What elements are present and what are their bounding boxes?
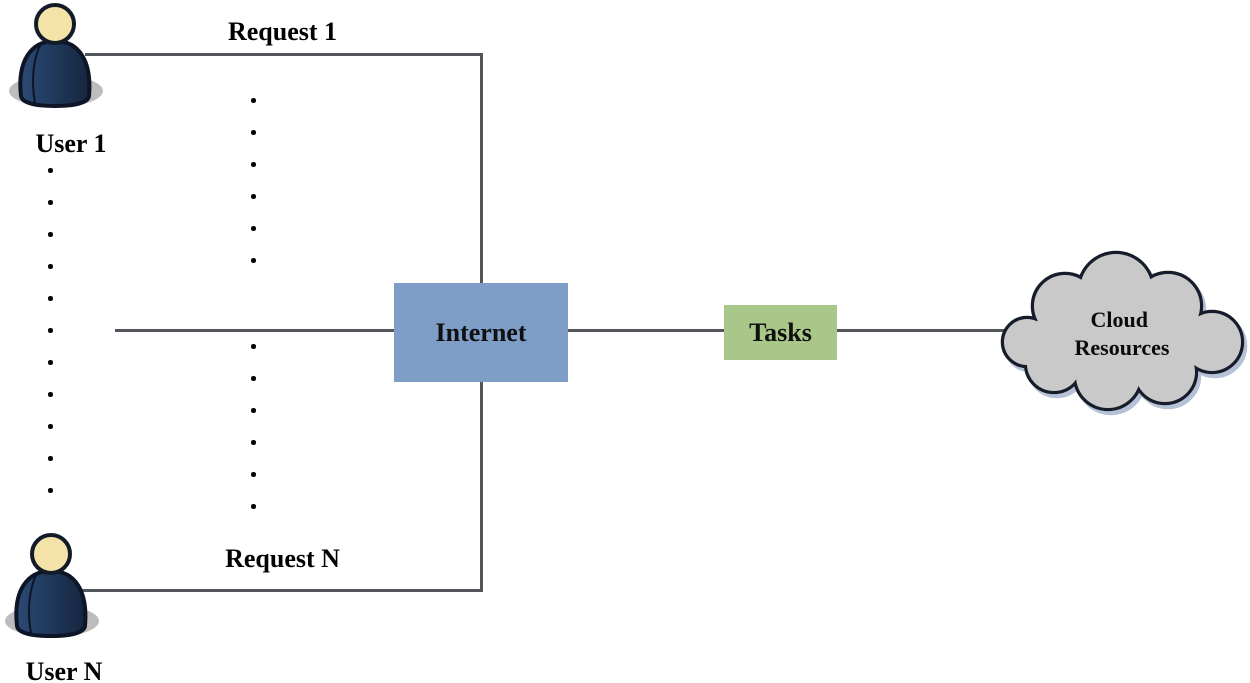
user-head (30, 533, 72, 575)
connector-tasks-to-cloud (837, 329, 1012, 332)
request-1-label: Request 1 (227, 17, 338, 46)
tasks-node: Tasks (724, 305, 837, 360)
connector-middle-users (115, 329, 394, 332)
user-body (14, 569, 88, 638)
user-head (34, 3, 76, 45)
tasks-label: Tasks (749, 317, 812, 347)
cloud-label: Cloud Resources (1075, 307, 1170, 360)
connector-vertical-bottom (480, 382, 483, 591)
user-body-seam (28, 572, 38, 634)
internet-node: Internet (394, 283, 568, 382)
ellipsis-dots-users (47, 167, 54, 497)
cloud-label-line2: Resources (1075, 335, 1170, 360)
user-body (18, 39, 92, 108)
user-n-label: User N (25, 657, 103, 683)
connector-internet-to-tasks (568, 329, 724, 332)
ellipsis-dots-requests-top (250, 97, 257, 264)
internet-label: Internet (435, 317, 527, 347)
connector-vertical-top (480, 53, 483, 284)
cloud-resources-node: Cloud Resources (1000, 250, 1245, 412)
connector-user1-to-internet (85, 53, 483, 56)
ellipsis-dots-requests-bottom (250, 343, 257, 510)
cloud-label-line1: Cloud (1091, 307, 1148, 332)
connector-userN-to-internet (80, 589, 483, 592)
cloud-shape (1000, 250, 1245, 412)
user-1-icon (9, 3, 103, 108)
request-n-label: Request N (225, 544, 340, 573)
user-n-icon (5, 533, 99, 638)
user-1-label: User 1 (35, 129, 107, 158)
user-body-seam (32, 42, 42, 104)
